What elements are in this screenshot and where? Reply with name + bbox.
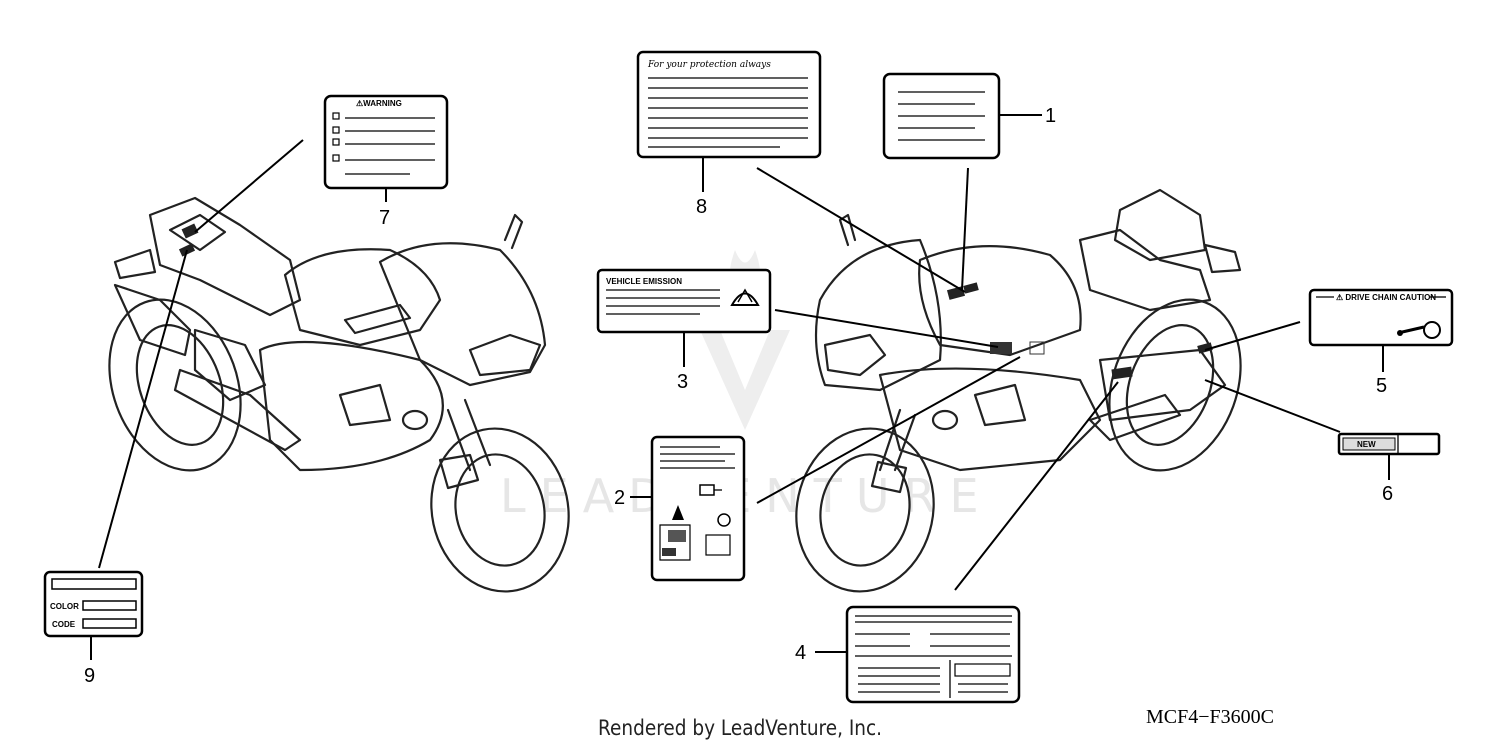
diagram-code: MCF4−F3600C — [1146, 706, 1274, 728]
callout-4: 4 — [795, 642, 806, 664]
callout-3: 3 — [677, 371, 688, 393]
label-8-heading: For your protection always — [647, 60, 771, 70]
callout-7: 7 — [379, 207, 390, 229]
watermark-text: LEADVENTURE — [500, 469, 993, 523]
label-4 — [845, 605, 1021, 704]
callout-6: 6 — [1382, 483, 1393, 505]
callout-1: 1 — [1045, 105, 1056, 127]
callout-9: 9 — [84, 665, 95, 687]
label-5: ⚠ DRIVE CHAIN CAUTION — [1308, 288, 1454, 347]
label-6-text: NEW — [1357, 440, 1376, 449]
label-7: ⚠WARNING — [323, 94, 449, 190]
label-3: VEHICLE EMISSION — [596, 268, 772, 334]
label-3-heading: VEHICLE EMISSION — [606, 277, 682, 286]
label-2 — [650, 435, 746, 582]
callout-8: 8 — [696, 196, 707, 218]
callout-2: 2 — [614, 487, 625, 509]
label-9: COLOR CODE — [43, 570, 144, 638]
label-1 — [882, 72, 1001, 160]
callout-5: 5 — [1376, 375, 1387, 397]
render-credit: Rendered by LeadVenture, Inc. — [598, 716, 883, 740]
label-7-heading: ⚠WARNING — [356, 99, 402, 108]
label-9-code-text: CODE — [52, 620, 76, 629]
label-6: NEW — [1337, 432, 1441, 456]
label-9-color-text: COLOR — [50, 602, 79, 611]
label-5-heading: ⚠ DRIVE CHAIN CAUTION — [1336, 293, 1436, 302]
motorcycle-left — [108, 196, 570, 593]
label-8: For your protection always — [636, 50, 822, 159]
motorcycle-right — [795, 188, 1242, 593]
leader-lines — [98, 114, 1341, 591]
